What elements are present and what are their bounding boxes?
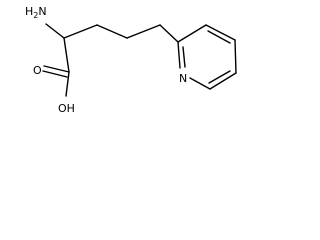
bond-alpha-beta [63,24,98,39]
ring-bond-c2-c3 [177,24,207,43]
ring-bond-c4-c5 [234,39,237,74]
bond-n-alpha [45,23,65,39]
structure-canvas: H2N O OH N [0,0,251,121]
ring-bond-c5-c6 [209,72,237,90]
bond-delta-ring [159,24,179,43]
molecule-drawing: H2N O OH N [25,5,237,115]
bond-gamma-delta [126,24,161,39]
ring-nitrogen-label: N [179,72,187,85]
bond-carbonyl-2 [42,70,68,78]
ring-double-n-c2 [182,46,186,68]
hydroxyl-label: OH [58,102,75,115]
bond-carbonyl-1 [43,65,70,73]
ring-double-c5-c6 [208,70,231,84]
ring-bond-c3-c4 [205,24,236,41]
ring-double-c3-c4 [207,30,231,44]
bond-alpha-carboxyl [63,37,70,73]
bond-beta-gamma [96,24,128,39]
amine-label: H2N [25,5,47,20]
bond-carboxyl-oh [65,71,70,97]
ring-bond-c6-n [189,77,211,90]
ring-bond-n-c2 [177,41,181,69]
carbonyl-oxygen-label: O [33,64,42,77]
